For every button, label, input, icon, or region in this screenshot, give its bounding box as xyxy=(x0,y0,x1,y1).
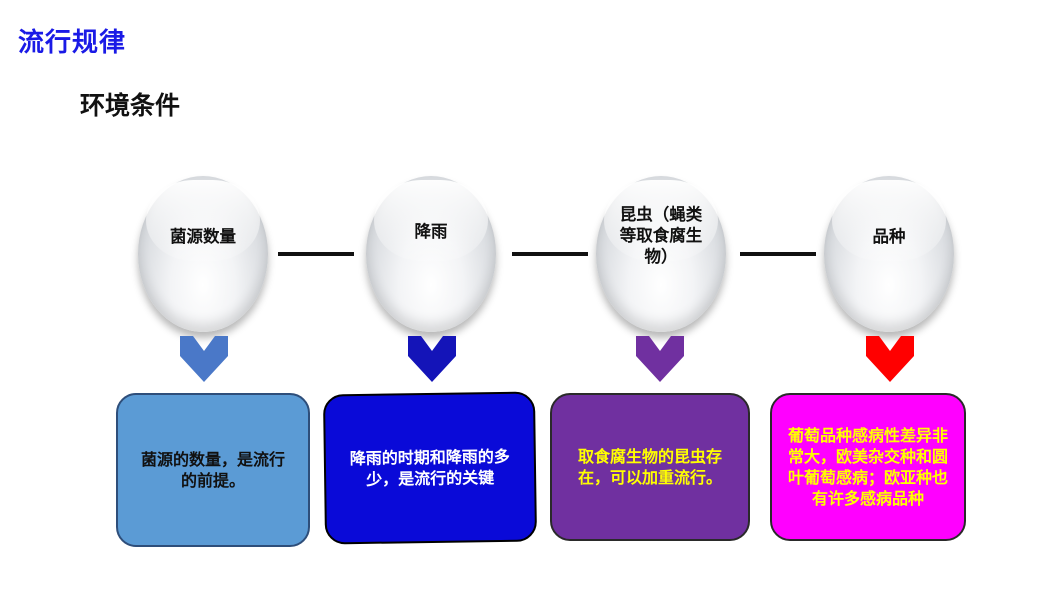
stage-description-2: 降雨的时期和降雨的多少，是流行的关键 xyxy=(349,446,510,489)
stage-box-1: 菌源的数量，是流行的前提。 xyxy=(116,393,310,547)
stage-circle-1: 菌源数量 xyxy=(138,176,268,332)
stage-label-1: 菌源数量 xyxy=(170,227,236,246)
stage-box-4: 葡萄品种感病性差异非常大，欧美杂交种和圆叶葡萄感病；欧亚种也有许多感病品种 xyxy=(770,393,966,541)
connector-line-2 xyxy=(512,252,588,256)
chevron-shape-2 xyxy=(408,336,456,382)
section-subtitle: 环境条件 xyxy=(80,91,181,120)
slide-title: 流行规律 xyxy=(18,28,127,58)
stage-label-4: 品种 xyxy=(872,227,906,246)
stage-label-3: 昆虫（蝇类等取食腐生物） xyxy=(619,205,703,266)
stage-description-3: 取食腐生物的昆虫存在，可以加重流行。 xyxy=(577,447,722,487)
stage-circle-4: 品种 xyxy=(824,176,954,332)
chevron-shape-3 xyxy=(636,336,684,382)
stage-label-2: 降雨 xyxy=(414,222,448,241)
stage-box-2: 降雨的时期和降雨的多少，是流行的关键 xyxy=(322,391,538,545)
stage-description-1: 菌源的数量，是流行的前提。 xyxy=(140,450,285,490)
chevron-down-icon xyxy=(180,336,228,382)
stage-description-4: 葡萄品种感病性差异非常大，欧美杂交种和圆叶葡萄感病；欧亚种也有许多感病品种 xyxy=(787,426,948,508)
chevron-shape-4 xyxy=(866,336,914,382)
chevron-down-icon xyxy=(866,336,914,382)
stage-circle-3: 昆虫（蝇类等取食腐生物） xyxy=(596,176,726,332)
connector-line-1 xyxy=(278,252,354,256)
stage-box-3: 取食腐生物的昆虫存在，可以加重流行。 xyxy=(550,393,750,541)
connector-line-3 xyxy=(740,252,816,256)
chevron-down-icon xyxy=(408,336,456,382)
stage-circle-2: 降雨 xyxy=(366,176,496,332)
chevron-down-icon xyxy=(636,336,684,382)
chevron-shape-1 xyxy=(180,336,228,382)
